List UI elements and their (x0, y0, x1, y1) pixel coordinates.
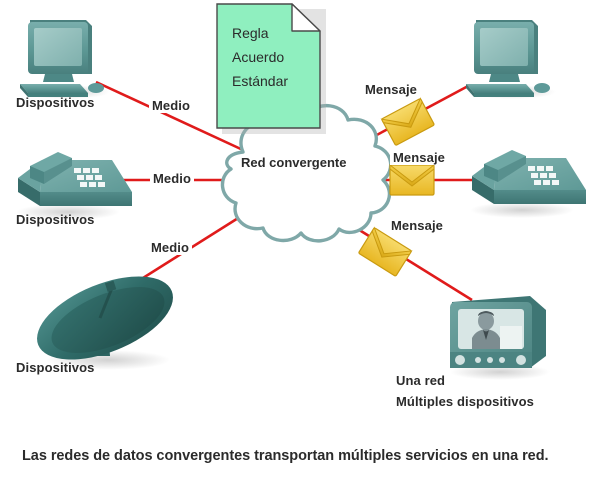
cloud-label: Red convergente (241, 155, 347, 170)
link-label-medio-1: Medio (149, 98, 194, 113)
desktop-computer-icon-left (20, 20, 110, 99)
tv-label-line1: Una red (396, 373, 446, 388)
ip-phone-icon-left (16, 152, 132, 220)
link-label-mensaje-3: Mensaje (388, 218, 447, 233)
device-label-left-2: Dispositivos (16, 212, 95, 227)
envelope-icon-3 (358, 226, 413, 277)
link-label-mensaje-2: Mensaje (390, 150, 449, 165)
newscaster-figure (472, 311, 522, 349)
device-label-left-3: Dispositivos (16, 360, 95, 375)
note-line-acuerdo: Acuerdo (232, 49, 285, 65)
envelope-icon-1 (380, 97, 435, 146)
ip-phone-icon-right (470, 150, 586, 218)
television-icon (450, 296, 550, 380)
device-label-left-1: Dispositivos (16, 95, 95, 110)
rules-note (216, 3, 326, 134)
link-label-mensaje-1: Mensaje (362, 82, 421, 97)
tv-label-line2: Múltiples dispositivos (396, 394, 534, 409)
diagram-caption: Las redes de datos convergentes transpor… (22, 448, 549, 464)
note-line-estandar: Estándar (232, 73, 289, 89)
satellite-dish-icon (37, 276, 173, 370)
note-line-regla: Regla (232, 25, 269, 41)
link-label-medio-3: Medio (148, 240, 193, 255)
desktop-computer-icon-right (466, 20, 556, 99)
link-medio-1 (95, 80, 244, 152)
envelope-icon-2 (389, 163, 435, 196)
link-label-medio-2: Medio (150, 171, 195, 186)
